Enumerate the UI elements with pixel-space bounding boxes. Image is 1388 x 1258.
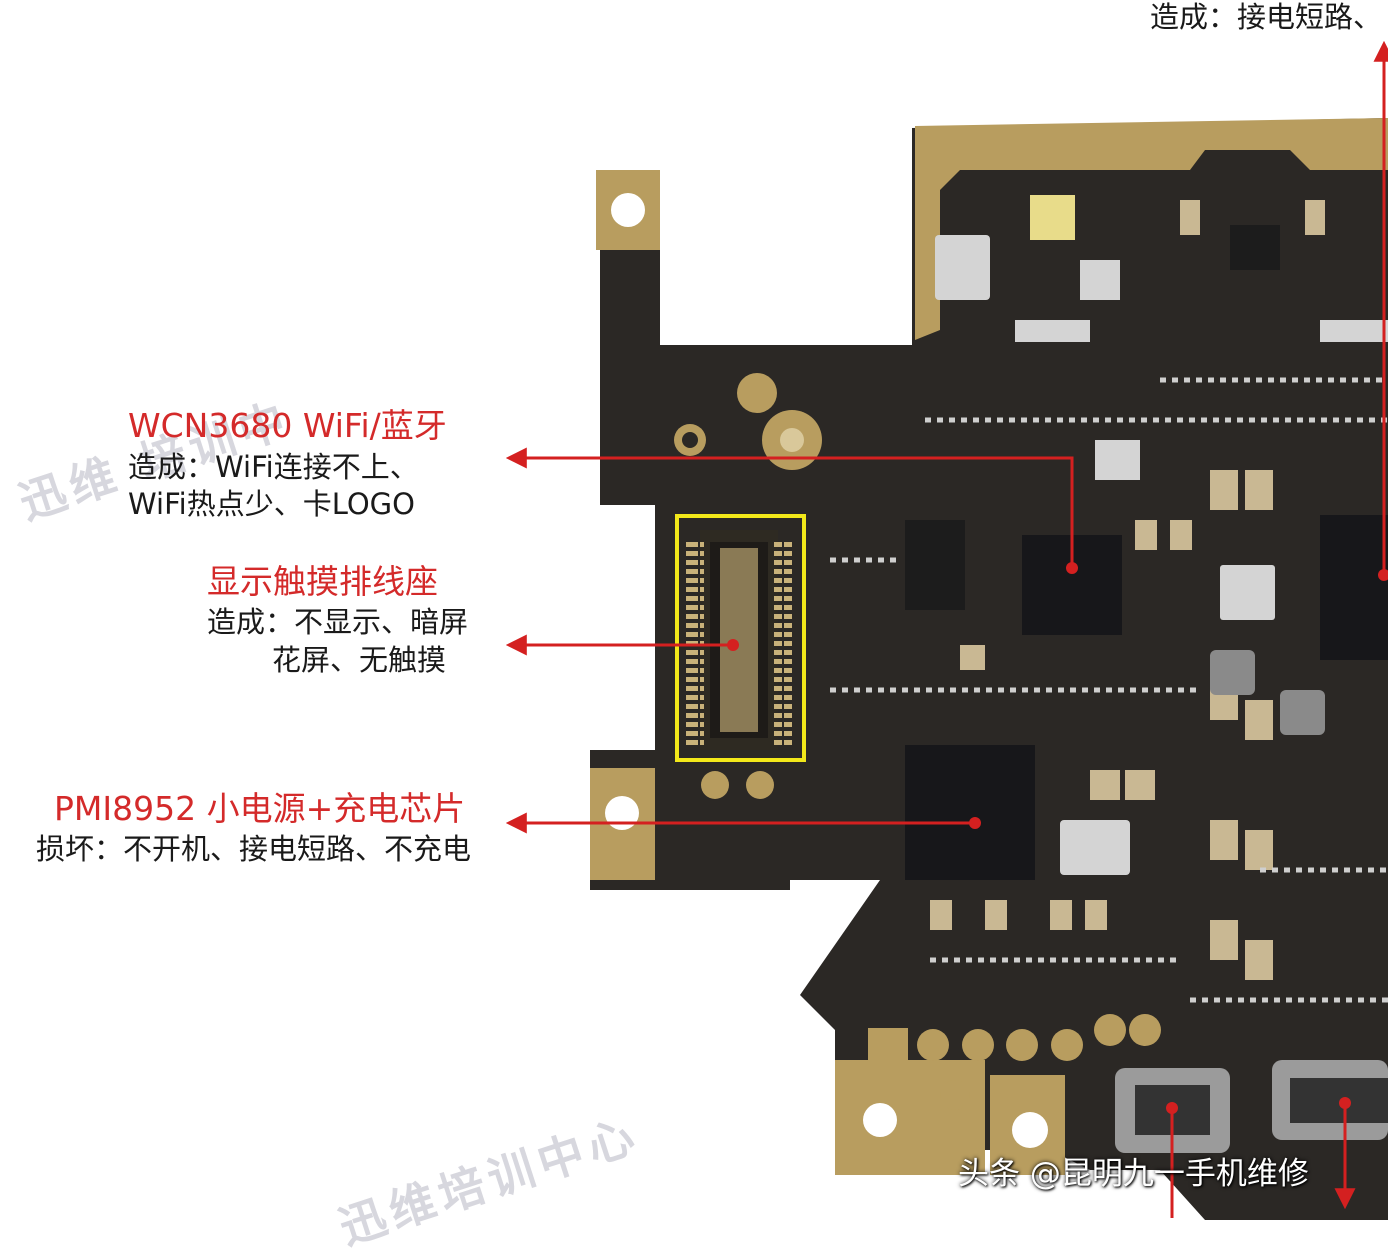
display-desc-2: 花屏、无触摸	[272, 643, 447, 677]
pcb-outline	[590, 118, 1388, 1220]
display-connector-highlight	[675, 514, 806, 762]
wcn-title: WCN3680 WiFi/蓝牙	[128, 406, 447, 445]
source-credit: 头条 @昆明九一手机维修	[958, 1156, 1309, 1192]
wcn-desc-1: 造成：WiFi连接不上、	[128, 450, 419, 484]
pmi-title: PMI8952 小电源+充电芯片	[54, 789, 466, 828]
pmi8952-chip	[905, 745, 1035, 880]
display-title: 显示触摸排线座	[207, 562, 438, 601]
arrow-wcn	[505, 447, 1074, 568]
display-desc-1: 造成：不显示、暗屏	[207, 605, 469, 639]
cpu-chip	[1320, 515, 1388, 660]
wcn-desc-2: WiFi热点少、卡LOGO	[128, 487, 415, 521]
pmi-desc-1: 损坏：不开机、接电短路、不充电	[36, 832, 472, 866]
gold-top-band	[915, 118, 1388, 340]
circuit-board-photo	[505, 40, 1388, 1220]
top-right-annotation: 造成：接电短路、	[1150, 0, 1383, 34]
